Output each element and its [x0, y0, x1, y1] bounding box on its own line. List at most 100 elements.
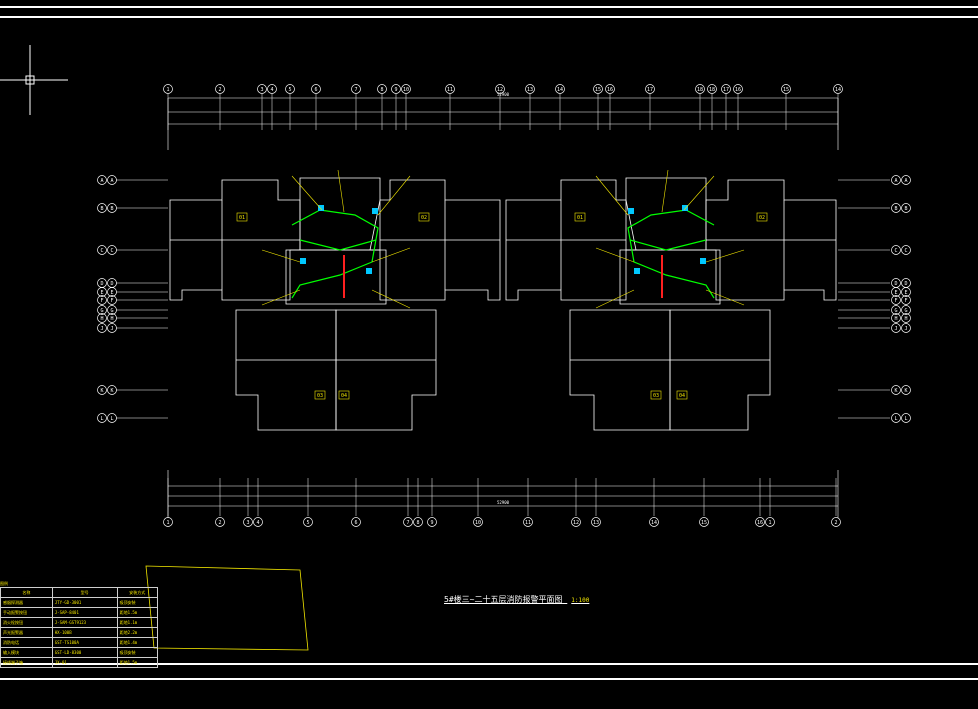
svg-text:14: 14	[651, 520, 657, 526]
svg-text:1: 1	[166, 520, 169, 526]
svg-text:J: J	[894, 326, 897, 332]
svg-text:D: D	[904, 281, 907, 287]
axis-bubble-top: 9	[391, 84, 401, 94]
sketch-outline	[145, 565, 309, 651]
legend-header: 型号	[51, 587, 118, 598]
unit-tag-frame	[574, 212, 586, 222]
svg-text:A: A	[110, 178, 113, 184]
svg-text:14: 14	[835, 87, 841, 93]
legend-cell: 距地2.2m	[116, 627, 159, 638]
svg-text:17: 17	[647, 87, 653, 93]
axis-bubble-bottom: 14	[649, 517, 659, 527]
svg-text:11: 11	[447, 87, 453, 93]
axis-bubble-bottom: 1	[163, 517, 173, 527]
legend-header: 名称	[0, 587, 53, 598]
svg-text:H: H	[904, 316, 907, 322]
frame-line-top	[0, 6, 978, 8]
axis-bubble-left: L	[97, 413, 107, 423]
svg-text:15: 15	[595, 87, 601, 93]
legend-cell: 距地1.4m	[116, 637, 159, 648]
axis-bubble-left: B	[97, 203, 107, 213]
frame-line-bottom-2	[0, 678, 978, 680]
legend-cell: 手动报警按钮	[0, 607, 53, 618]
axis-bubble-left: L	[107, 413, 117, 423]
bottom-dimension-chain	[167, 470, 839, 518]
axis-bubble-top: 4	[267, 84, 277, 94]
axis-bubble-right: F	[901, 295, 911, 305]
unit-tag-frame	[650, 390, 662, 400]
legend-caption: 图例	[0, 581, 8, 586]
svg-text:10: 10	[475, 520, 481, 526]
axis-bubble-bottom: 11	[523, 517, 533, 527]
svg-text:7: 7	[406, 520, 409, 526]
axis-bubble-top: 15	[593, 84, 603, 94]
overall-dimension-top: 52900	[497, 92, 510, 97]
axis-bubble-left: A	[107, 175, 117, 185]
svg-text:F: F	[100, 298, 103, 304]
svg-text:16: 16	[757, 520, 763, 526]
legend-cell: 消防电话	[0, 637, 53, 648]
axis-bubble-top: 7	[351, 84, 361, 94]
legend-cell: HX-100B	[51, 627, 118, 638]
overall-dimension-bottom: 52900	[497, 500, 510, 505]
axis-bubble-top: 18	[695, 84, 705, 94]
unit-tag-label: 02	[421, 215, 427, 221]
axis-bubble-right: C	[891, 245, 901, 255]
crosshair-cursor	[0, 45, 68, 115]
svg-text:G: G	[100, 308, 103, 314]
unit-tag-frame	[236, 212, 248, 222]
axis-bubble-right: F	[891, 295, 901, 305]
axis-bubble-top: 17	[645, 84, 655, 94]
svg-text:15: 15	[701, 520, 707, 526]
svg-text:D: D	[100, 281, 103, 287]
svg-text:3: 3	[246, 520, 249, 526]
svg-text:B: B	[894, 206, 897, 212]
svg-text:14: 14	[557, 87, 563, 93]
frame-line-top-2	[0, 16, 978, 18]
axis-bubble-bottom: 2	[831, 517, 841, 527]
svg-text:F: F	[894, 298, 897, 304]
legend-cell: GST-TS100A	[51, 637, 118, 648]
svg-text:18: 18	[697, 87, 703, 93]
axis-bubble-right: G	[891, 305, 901, 315]
axis-bubble-bottom: 8	[413, 517, 423, 527]
axis-bubble-right: D	[901, 278, 911, 288]
legend-cell: JTY-GD-3001	[51, 597, 118, 608]
axis-bubble-left: B	[107, 203, 117, 213]
svg-text:A: A	[904, 178, 907, 184]
axis-bubble-left: E	[107, 287, 117, 297]
axis-bubble-top: 10	[401, 84, 411, 94]
axis-bubble-left: D	[107, 278, 117, 288]
axis-bubble-bottom: 16	[755, 517, 765, 527]
svg-text:2: 2	[218, 520, 221, 526]
axis-bubble-left: F	[97, 295, 107, 305]
axis-bubble-right: E	[901, 287, 911, 297]
unit-tag-frame	[418, 212, 430, 222]
axis-bubble-right: L	[901, 413, 911, 423]
svg-text:K: K	[904, 388, 907, 394]
svg-text:8: 8	[416, 520, 419, 526]
svg-text:C: C	[904, 248, 907, 254]
axis-bubble-bottom: 1	[765, 517, 775, 527]
axis-bubble-top: 13	[525, 84, 535, 94]
axis-bubble-left: H	[97, 313, 107, 323]
axis-bubble-left: E	[97, 287, 107, 297]
axis-bubble-top: 2	[215, 84, 225, 94]
axis-bubble-left: F	[107, 295, 117, 305]
svg-text:D: D	[894, 281, 897, 287]
svg-text:6: 6	[354, 520, 357, 526]
legend-cell: J-SAP-8401	[51, 607, 118, 618]
axis-bubble-left: K	[97, 385, 107, 395]
legend-cell: JX-01	[51, 657, 118, 668]
axis-bubble-top: 1	[163, 84, 173, 94]
axis-bubble-top: 12	[495, 84, 505, 94]
axis-bubble-bottom: 4	[253, 517, 263, 527]
svg-text:12: 12	[497, 87, 503, 93]
legend-cell: 消火栓按钮	[0, 617, 53, 628]
